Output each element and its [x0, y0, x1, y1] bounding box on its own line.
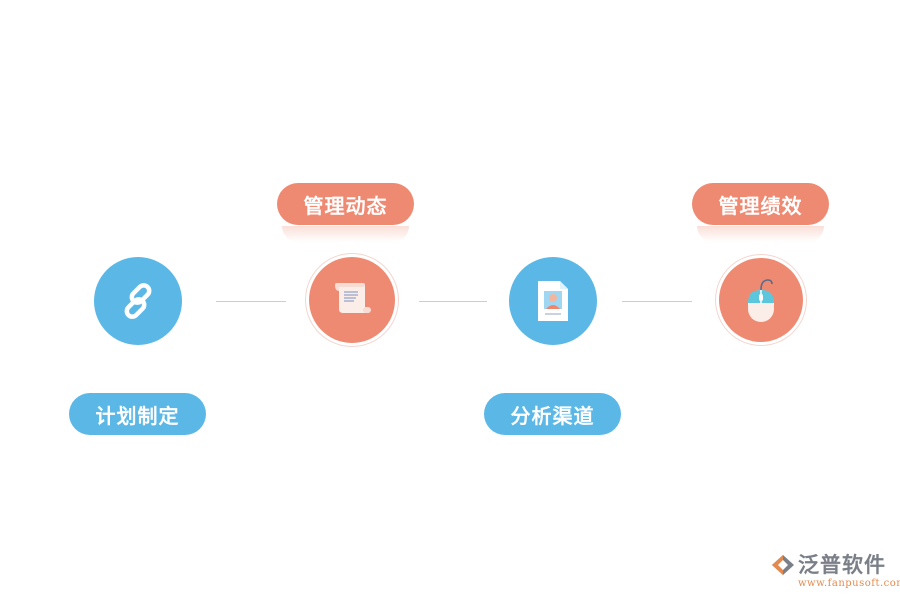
pill-reflection: [282, 226, 409, 242]
connector-2: [419, 301, 487, 302]
connector-3: [622, 301, 692, 302]
step-label-channels: 分析渠道: [484, 393, 621, 435]
link-icon: [124, 283, 152, 319]
scroll-icon: [335, 283, 371, 313]
step-circle-channels: [509, 257, 597, 345]
brand-url: www.fanpusoft.com: [798, 578, 900, 589]
connector-1: [216, 301, 286, 302]
step-label-performance: 管理绩效: [692, 183, 829, 225]
step-circle-performance: [719, 258, 803, 342]
brand-logo: 泛普软件 www.fanpusoft.com: [770, 553, 900, 590]
step-label-plan: 计划制定: [69, 393, 206, 435]
fanpu-logo-icon: [772, 555, 794, 575]
step-circle-plan: [94, 257, 182, 345]
step-label-dynamics: 管理动态: [277, 183, 414, 225]
pill-reflection: [697, 226, 824, 242]
mouse-icon: [748, 279, 774, 322]
brand-name: 泛普软件: [798, 553, 886, 577]
id-document-icon: [538, 281, 568, 321]
step-circle-dynamics: [309, 257, 395, 343]
